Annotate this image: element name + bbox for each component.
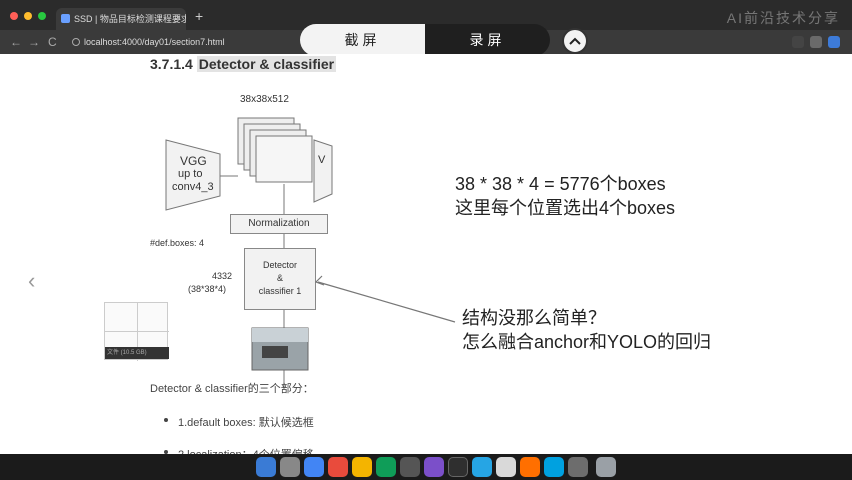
url-text: localhost:4000/day01/section7.html: [84, 37, 225, 47]
minimize-window-icon[interactable]: [24, 12, 32, 20]
app-icon[interactable]: [520, 457, 540, 477]
back-button[interactable]: ←: [10, 35, 22, 49]
def-boxes-label: #def.boxes: 4: [150, 238, 205, 248]
annotation-line: 38 * 38 * 4 = 5776个boxes: [455, 174, 666, 194]
annotation-line: 结构没那么简单？: [462, 308, 606, 328]
video-thumbnail[interactable]: 文件 (10.5 GB): [104, 302, 169, 361]
next-block-label: V: [318, 154, 326, 166]
section-title: Detector & classifier: [196, 56, 337, 72]
chevron-up-icon[interactable]: [562, 28, 588, 54]
url-field[interactable]: localhost:4000/day01/section7.html: [70, 34, 570, 50]
dock: [0, 454, 852, 480]
next-block: [313, 139, 333, 203]
page-content: 3.7.1.4 Detector & classifier ‹: [0, 54, 852, 461]
trash-icon[interactable]: [596, 457, 616, 477]
normalization-box: Normalization: [230, 214, 328, 234]
app-icon[interactable]: [472, 457, 492, 477]
output-image-sky: [252, 328, 308, 342]
maximize-window-icon[interactable]: [38, 12, 46, 20]
detector-label: classifier 1: [258, 286, 302, 296]
tab-close-icon[interactable]: ×: [175, 13, 181, 24]
extension-icon[interactable]: [792, 36, 804, 48]
thumbnail-caption: 文件 (10.5 GB): [105, 347, 169, 359]
app-icon[interactable]: [328, 457, 348, 477]
info-icon: [72, 38, 80, 46]
app-icon[interactable]: [424, 457, 444, 477]
app-icon[interactable]: [400, 457, 420, 477]
vgg-block: [165, 139, 221, 211]
app-icon[interactable]: [568, 457, 588, 477]
favicon-icon: [61, 14, 70, 23]
close-window-icon[interactable]: [10, 12, 18, 20]
watermark: AI前沿技术分享: [726, 10, 840, 26]
finder-icon[interactable]: [256, 457, 276, 477]
vgg-label: VGG: [180, 154, 207, 168]
vgg-label: conv4_3: [172, 181, 214, 193]
section-number: 3.7.1.4: [150, 56, 193, 72]
new-tab-button[interactable]: +: [195, 8, 204, 24]
extension-icon[interactable]: [810, 36, 822, 48]
reload-button[interactable]: C: [48, 35, 57, 49]
app-icon[interactable]: [544, 457, 564, 477]
feature-size-label: 38x38x512: [240, 94, 289, 105]
extension-icon[interactable]: [828, 36, 840, 48]
annotation-connector: [314, 275, 456, 323]
detector-label: Detector: [262, 260, 297, 270]
app-icon[interactable]: [448, 457, 468, 477]
capture-toolbar: 截屏 录屏: [300, 24, 550, 56]
section-heading: 3.7.1.4 Detector & classifier: [150, 56, 337, 72]
annotation-line: 怎么融合anchor和YOLO的回归: [462, 332, 712, 352]
output-image-object: [262, 346, 288, 358]
annotation-line: 这里每个位置选出4个boxes: [455, 198, 676, 218]
record-button[interactable]: 录屏: [425, 24, 550, 56]
browser-icon[interactable]: [304, 457, 324, 477]
previous-slide-icon[interactable]: ‹: [28, 268, 36, 293]
count-label: 4332: [212, 271, 233, 281]
tab-title: SSD | 物品目标检测课程要求...: [74, 14, 186, 24]
screenshot-button[interactable]: 截屏: [300, 24, 425, 56]
app-icon[interactable]: [376, 457, 396, 477]
list-intro: Detector & classifier的三个部分：: [150, 383, 314, 395]
count-label: (38*38*4): [188, 284, 227, 294]
detector-label: &: [276, 273, 283, 283]
launchpad-icon[interactable]: [280, 457, 300, 477]
ssd-diagram: 38x38x512 VGG up to conv4_3 V Normalizat…: [150, 84, 370, 414]
app-icon[interactable]: [496, 457, 516, 477]
app-icon[interactable]: [352, 457, 372, 477]
forward-button[interactable]: →: [28, 35, 40, 49]
list-item: 1.default boxes: 默认候选框: [164, 414, 314, 430]
browser-tab[interactable]: SSD | 物品目标检测课程要求... ×: [56, 8, 186, 30]
feature-map-front: [255, 135, 313, 183]
vgg-label: up to: [178, 168, 203, 180]
diagram-shapes: [165, 117, 333, 390]
detector-box: Detector & classifier 1: [244, 248, 316, 310]
